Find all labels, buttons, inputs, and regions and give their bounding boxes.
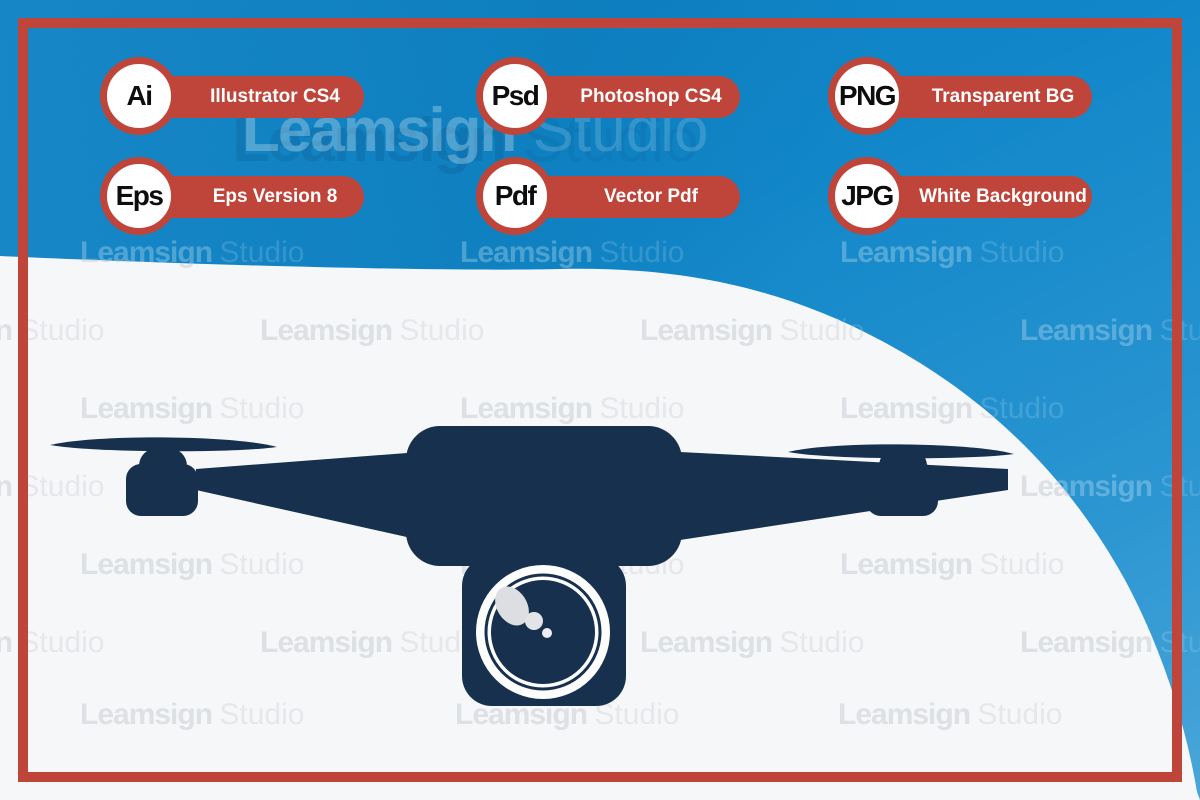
lens-highlight-large bbox=[495, 586, 529, 626]
badge-eps-circle: Eps bbox=[100, 157, 178, 235]
badge-ai-description: Illustrator CS4 bbox=[210, 86, 340, 107]
badge-pdf-description: Vector Pdf bbox=[604, 186, 698, 207]
badge-jpg: White Background JPG bbox=[828, 157, 1092, 237]
badge-psd-format: Psd bbox=[491, 80, 540, 111]
badge-jpg-circle: JPG bbox=[828, 157, 906, 235]
left-propeller bbox=[50, 437, 277, 452]
badge-png-description: Transparent BG bbox=[931, 86, 1075, 107]
badge-pdf: Vector Pdf Pdf bbox=[476, 157, 740, 237]
badge-pdf-format: Pdf bbox=[494, 180, 537, 211]
lens-highlight-medium bbox=[525, 612, 543, 630]
badge-pdf-circle: Pdf bbox=[476, 157, 554, 235]
badge-ai-format: Ai bbox=[126, 80, 154, 111]
badge-eps-format: Eps bbox=[115, 180, 164, 211]
badge-png-circle: PNG bbox=[828, 57, 906, 135]
right-arm bbox=[680, 452, 1008, 540]
badge-png-format: PNG bbox=[838, 80, 897, 111]
badge-ai: Illustrator CS4 Ai bbox=[100, 57, 364, 137]
drone-body bbox=[406, 426, 682, 566]
badge-eps-description: Eps Version 8 bbox=[212, 186, 338, 207]
badge-psd-circle: Psd bbox=[476, 57, 554, 135]
badge-eps: Eps Version 8 Eps bbox=[100, 157, 364, 237]
badge-jpg-format: JPG bbox=[841, 180, 894, 211]
badge-jpg-description: White Background bbox=[919, 186, 1087, 207]
left-arm bbox=[196, 452, 420, 540]
lens-highlight-small bbox=[542, 628, 552, 638]
badge-ai-circle: Ai bbox=[100, 57, 178, 135]
badge-png: Transparent BG PNG bbox=[828, 57, 1092, 137]
left-motor-pod bbox=[126, 464, 198, 516]
badge-psd-description: Photoshop CS4 bbox=[580, 86, 722, 107]
badge-psd: Photoshop CS4 Psd bbox=[476, 57, 740, 137]
camera-lens-bezel bbox=[484, 573, 602, 691]
